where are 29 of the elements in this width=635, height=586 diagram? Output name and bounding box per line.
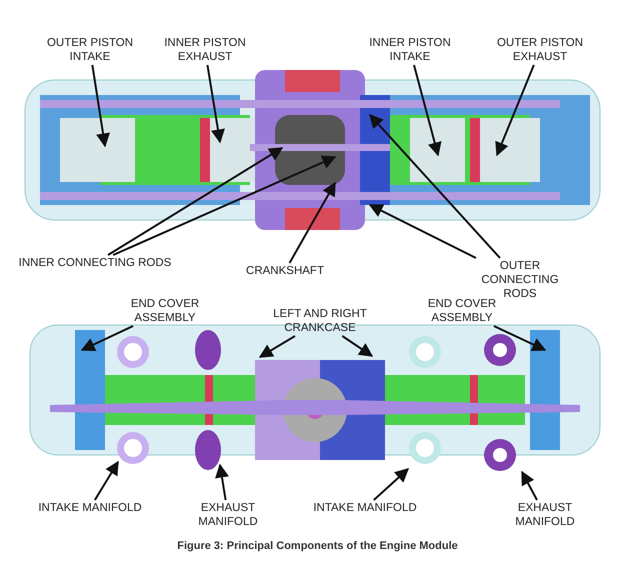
leader-line: [94, 460, 119, 501]
part-label: END COVER ASSEMBLY: [108, 296, 222, 326]
leader-line: [373, 468, 410, 501]
part-label: EXHAUST MANIFOLD: [500, 500, 590, 530]
part-label: INNER PISTON EXHAUST: [148, 35, 262, 65]
part-label: LEFT AND RIGHT CRANKCASE: [248, 306, 392, 336]
leader-line: [107, 147, 284, 256]
part-label: EXHAUST MANIFOLD: [171, 500, 285, 530]
leader-line: [342, 335, 374, 357]
part-label: INNER PISTON INTAKE: [353, 35, 467, 65]
figure-caption: Figure 3: Principal Components of the Engine Module: [176, 540, 459, 552]
part-label: CRANKSHAFT: [244, 263, 326, 279]
leader-line: [369, 114, 501, 259]
leader-line: [521, 470, 538, 500]
part-label: OUTER PISTON EXHAUST: [492, 35, 588, 65]
part-label: END COVER ASSEMBLY: [405, 296, 519, 326]
leader-line: [91, 64, 110, 148]
leader-line: [495, 64, 535, 156]
leader-line: [112, 156, 336, 256]
leader-line: [413, 64, 442, 156]
part-label: OUTER PISTON INTAKE: [33, 35, 147, 65]
leader-line: [215, 464, 229, 500]
leader-line: [368, 204, 476, 259]
part-label: INNER CONNECTING RODS: [16, 255, 174, 271]
leader-line: [258, 335, 296, 358]
leader-line: [206, 64, 225, 144]
part-label: INTAKE MANIFOLD: [311, 500, 419, 516]
leader-line: [288, 182, 336, 264]
part-label: INTAKE MANIFOLD: [36, 500, 144, 516]
